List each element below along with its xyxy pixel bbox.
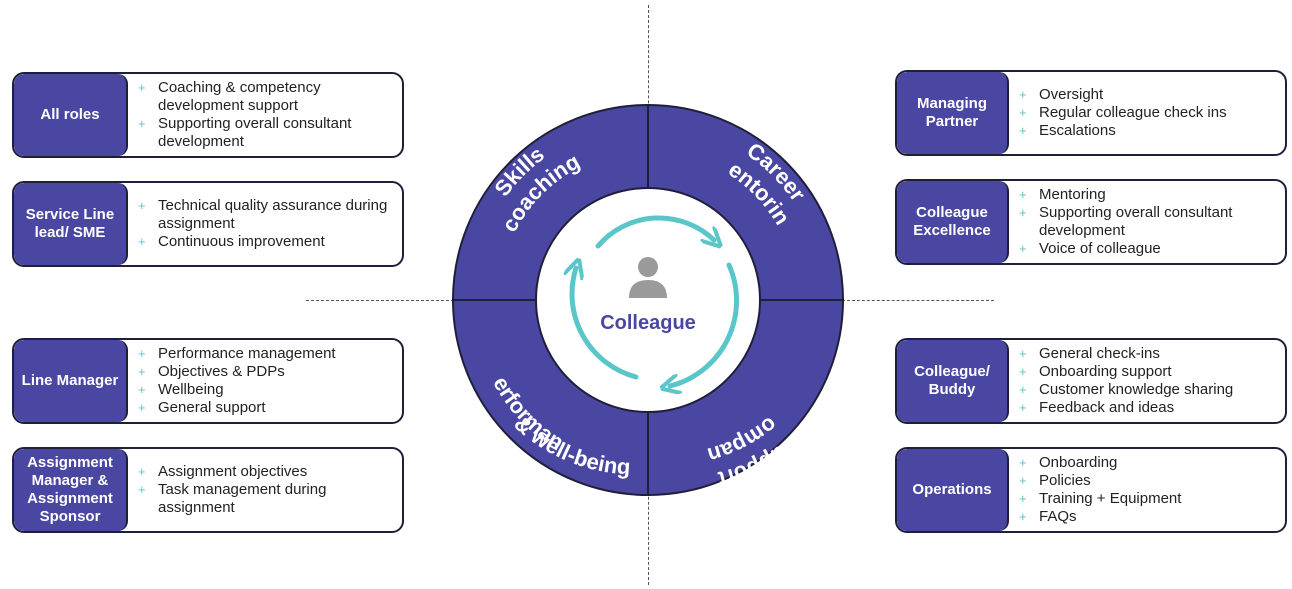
list-item: Performance management xyxy=(138,345,336,363)
cycle-arrows xyxy=(572,215,740,386)
list-item: General support xyxy=(138,399,336,417)
list-item: General check-ins xyxy=(1019,345,1233,363)
role-card-line-manager: Line Manager Performance management Obje… xyxy=(12,338,404,424)
cycle-arrow xyxy=(572,268,639,380)
list-item: Continuous improvement xyxy=(138,233,394,251)
list-item: FAQs xyxy=(1019,508,1181,526)
role-card-operations: Operations Onboarding Policies Training … xyxy=(895,447,1287,533)
role-card-all-roles: All roles Coaching & competency developm… xyxy=(12,72,404,158)
center-label: Colleague xyxy=(600,312,696,334)
horizontal-divider-right xyxy=(842,300,994,301)
list-item: Technical quality assurance during assig… xyxy=(138,197,394,233)
list-item: Policies xyxy=(1019,472,1181,490)
responsibility-list: Assignment objectives Task management du… xyxy=(128,449,402,531)
list-item: Supporting overall consultant developmen… xyxy=(138,115,394,151)
list-item: Coaching & competency development suppor… xyxy=(138,79,394,115)
list-item: Onboarding xyxy=(1019,454,1181,472)
role-card-colleague-excellence: Colleague Excellence Mentoring Supportin… xyxy=(895,179,1287,265)
colleague-support-wheel: Skills coaching Career mentoring Company… xyxy=(448,100,845,497)
wheel-ring xyxy=(451,103,845,497)
role-label: Assignment Manager & Assignment Sponsor xyxy=(14,449,128,531)
role-card-assignment-manager: Assignment Manager & Assignment Sponsor … xyxy=(12,447,404,533)
role-card-colleague-buddy: Colleague/ Buddy General check-ins Onboa… xyxy=(895,338,1287,424)
responsibility-list: Oversight Regular colleague check ins Es… xyxy=(1009,72,1235,154)
responsibility-list: Technical quality assurance during assig… xyxy=(128,183,402,265)
wheel-center xyxy=(535,187,761,413)
role-label: Managing Partner xyxy=(897,72,1009,154)
list-item: Feedback and ideas xyxy=(1019,399,1233,417)
list-item: Assignment objectives xyxy=(138,463,394,481)
list-item: Wellbeing xyxy=(138,381,336,399)
responsibility-list: Performance management Objectives & PDPs… xyxy=(128,340,344,422)
list-item: Objectives & PDPs xyxy=(138,363,336,381)
horizontal-divider-left xyxy=(306,300,454,301)
list-item: Onboarding support xyxy=(1019,363,1233,381)
list-item: Customer knowledge sharing xyxy=(1019,381,1233,399)
role-label: Colleague/ Buddy xyxy=(897,340,1009,422)
role-card-managing-partner: Managing Partner Oversight Regular colle… xyxy=(895,70,1287,156)
list-item: Oversight xyxy=(1019,86,1227,104)
role-label: Operations xyxy=(897,449,1009,531)
role-label: All roles xyxy=(14,74,128,156)
responsibility-list: General check-ins Onboarding support Cus… xyxy=(1009,340,1241,422)
list-item: Escalations xyxy=(1019,122,1227,140)
list-item: Mentoring xyxy=(1019,186,1277,204)
person-icon xyxy=(629,257,667,298)
list-item: Supporting overall consultant developmen… xyxy=(1019,204,1277,240)
role-card-service-line-lead: Service Line lead/ SME Technical quality… xyxy=(12,181,404,267)
responsibility-list: Coaching & competency development suppor… xyxy=(128,74,402,156)
list-item: Regular colleague check ins xyxy=(1019,104,1227,122)
cycle-arrow xyxy=(670,262,740,386)
cycle-arrow xyxy=(595,215,714,246)
list-item: Training + Equipment xyxy=(1019,490,1181,508)
responsibility-list: Mentoring Supporting overall consultant … xyxy=(1009,181,1285,263)
list-item: Task management during assignment xyxy=(138,481,394,517)
list-item: Voice of colleague xyxy=(1019,240,1277,258)
role-label: Colleague Excellence xyxy=(897,181,1009,263)
responsibility-list: Onboarding Policies Training + Equipment… xyxy=(1009,449,1189,531)
role-label: Line Manager xyxy=(14,340,128,422)
role-label: Service Line lead/ SME xyxy=(14,183,128,265)
